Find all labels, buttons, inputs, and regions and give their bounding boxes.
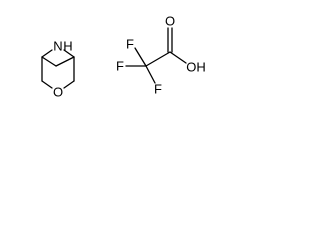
bond-c-oh xyxy=(169,51,187,64)
atom-o-label: O xyxy=(53,85,63,100)
bond-c1-n xyxy=(41,49,53,58)
atom-f3-label: F xyxy=(154,82,162,97)
atom-n-label: N xyxy=(53,39,62,54)
chemical-structure-drawing: N H O F F F O OH xyxy=(0,0,236,125)
atom-f1-label: F xyxy=(126,37,134,52)
bond-n-c5 xyxy=(63,49,75,58)
bond-o-c4 xyxy=(63,80,75,89)
trifluoroacetic-acid-molecule: F F F O OH xyxy=(116,14,206,97)
bond-c2-o xyxy=(41,80,53,89)
structure-canvas: N H O F F F O OH xyxy=(41,14,206,100)
atom-f2-label: F xyxy=(116,59,124,74)
bond-c-f3 xyxy=(145,65,156,84)
atom-oh-label: OH xyxy=(186,60,206,75)
bond-c-c xyxy=(145,51,171,67)
bond-c-f1 xyxy=(134,47,147,67)
atom-o-carbonyl-label: O xyxy=(165,14,175,29)
bicyclic-amine-molecule: N H O xyxy=(41,39,75,100)
atom-h-label: H xyxy=(63,39,72,54)
bond-c1-c7 xyxy=(41,56,57,67)
bond-c7-c5 xyxy=(55,56,75,67)
